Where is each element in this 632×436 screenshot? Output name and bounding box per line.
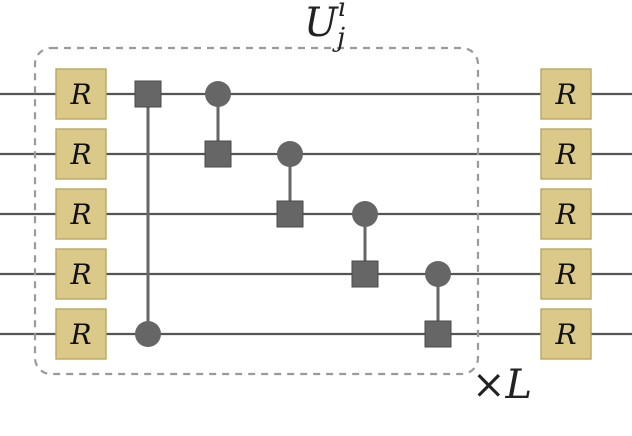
final-rotation-layer-gate-box-0: [540, 68, 592, 120]
block-label-base: U: [304, 0, 339, 46]
final-rotation-layer-gate-label-3: R: [554, 258, 576, 291]
initial-rotation-layer-gate-box-4: [55, 308, 107, 360]
target-square-2: [276, 200, 304, 228]
initial-rotation-layer-gate-label-0: R: [69, 78, 91, 111]
final-rotation-layer-gate-box-4: [540, 308, 592, 360]
target-square-3: [351, 260, 379, 288]
final-rotation-layer-gate-label-2: R: [554, 198, 576, 231]
target-square-4: [424, 320, 452, 348]
initial-rotation-layer-gate-box-3: [55, 248, 107, 300]
target-square-1: [204, 140, 232, 168]
control-dot-0: [135, 321, 161, 347]
repeat-count-label: ×L: [472, 362, 532, 408]
controlled-gate-sequence: [134, 80, 452, 348]
final-rotation-layer-gate-label-0: R: [554, 78, 576, 111]
initial-rotation-layer-gate-label-4: R: [69, 318, 91, 351]
control-dot-2: [277, 141, 303, 167]
block-label-superscript: i: [338, 0, 346, 23]
initial-rotation-layer-gate-label-3: R: [69, 258, 91, 291]
control-dot-4: [425, 261, 451, 287]
final-rotation-layer-gate-label-1: R: [554, 138, 576, 171]
final-rotation-layer-gate-box-1: [540, 128, 592, 180]
final-rotation-layer-gate-box-2: [540, 188, 592, 240]
control-dot-3: [352, 201, 378, 227]
block-label: U i j: [304, 0, 346, 53]
final-rotation-layer-gate-box-3: [540, 248, 592, 300]
control-dot-1: [205, 81, 231, 107]
final-rotation-layer-gate-label-4: R: [554, 318, 576, 351]
initial-rotation-layer-gate-label-1: R: [69, 138, 91, 171]
target-square-0: [134, 80, 162, 108]
initial-rotation-layer-gate-box-1: [55, 128, 107, 180]
initial-rotation-layer-gate-box-0: [55, 68, 107, 120]
initial-rotation-layer-gate-label-2: R: [69, 198, 91, 231]
initial-rotation-layer-gate-box-2: [55, 188, 107, 240]
